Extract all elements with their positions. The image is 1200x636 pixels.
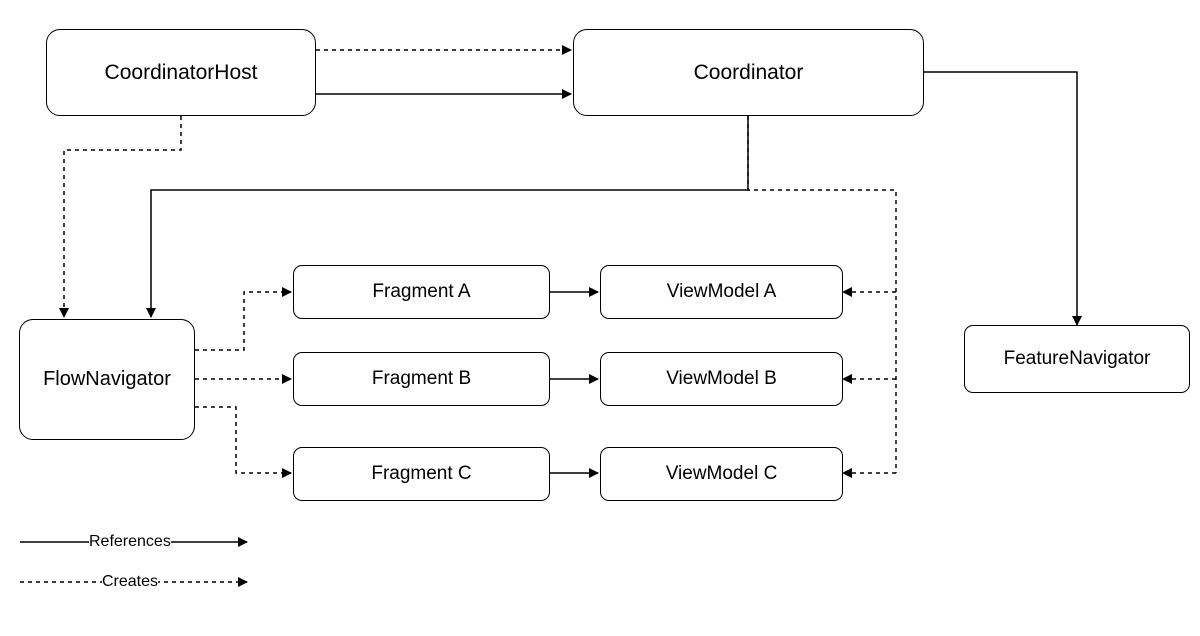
node-coordinator-label: Coordinator [693,60,804,84]
node-coordinator-host: CoordinatorHost [46,29,316,116]
node-feature-navigator: FeatureNavigator [964,325,1190,393]
node-fragment-a-label: Fragment A [372,281,471,302]
node-viewmodel-a: ViewModel A [600,265,843,319]
edge-host-creates-flownavigator [59,116,182,318]
node-viewmodel-c: ViewModel C [600,447,843,501]
node-flow-navigator-label: FlowNavigator [43,368,171,390]
node-fragment-b-label: Fragment B [371,368,472,389]
node-feature-navigator-label: FeatureNavigator [1003,348,1151,369]
node-coordinator: Coordinator [573,29,924,116]
node-fragment-a: Fragment A [293,265,550,319]
legend-creates-label: Creates [102,573,159,591]
edge-flownavigator-creates-fragment-c [195,406,292,478]
edge-coordinator-references-flownavigator [146,116,749,318]
node-viewmodel-b: ViewModel B [600,352,843,406]
node-viewmodel-b-label: ViewModel B [666,368,777,389]
node-coordinator-host-label: CoordinatorHost [104,60,258,84]
node-viewmodel-c-label: ViewModel C [665,463,778,484]
node-fragment-b: Fragment B [293,352,550,406]
edge-flownavigator-creates-fragment-a [195,287,292,351]
edge-coordinator-creates-viewmodels [747,116,897,473]
node-viewmodel-a-label: ViewModel A [666,281,777,302]
edge-coordinator-references-featurenavigator [924,71,1082,326]
node-fragment-c-label: Fragment C [371,463,472,484]
node-flow-navigator: FlowNavigator [19,319,195,440]
legend-references-label: References [89,533,171,551]
node-fragment-c: Fragment C [293,447,550,501]
